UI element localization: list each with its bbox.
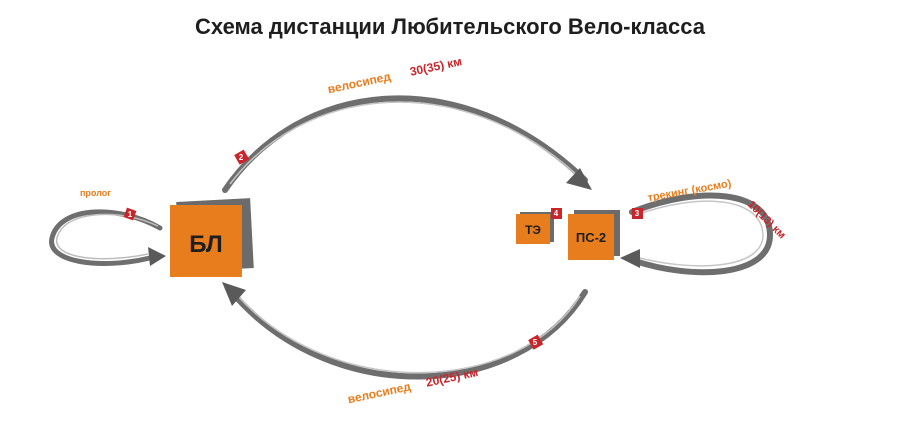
bike-stage-5-name: велосипед [346, 379, 412, 406]
arrowhead-icon [222, 282, 246, 306]
stage-marker-1: 1 [123, 207, 137, 221]
node-checkpoint: ПС-2 [568, 210, 620, 260]
trekking-name: трекинг (космо) [647, 178, 733, 205]
prolog-loop-arrow [49, 209, 166, 266]
arrowhead-icon [620, 249, 640, 268]
stage-marker-4: 4 [551, 208, 562, 219]
bike-stage-2-distance: 30(35) км [409, 54, 464, 79]
svg-text:4: 4 [554, 209, 559, 218]
svg-text:1: 1 [128, 210, 133, 219]
node-transition-label: ТЭ [525, 223, 541, 237]
node-checkpoint-label: ПС-2 [576, 230, 606, 245]
bike-stage-5-arrow [222, 282, 588, 380]
trekking-loop-arrow [620, 192, 774, 276]
arrowhead-icon [566, 168, 592, 190]
node-start: БЛ [170, 198, 254, 277]
svg-text:2: 2 [239, 153, 244, 162]
arrowhead-icon [148, 247, 166, 266]
stage-marker-5: 5 [528, 334, 544, 350]
trekking-distance: 10(13) км [745, 199, 788, 242]
bike-stage-2-name: велосипед [326, 69, 392, 96]
prolog-label: пролог [80, 188, 111, 198]
bike-stage-5-distance: 20(25) км [425, 365, 480, 390]
node-transition: ТЭ [516, 212, 554, 244]
page-title: Схема дистанции Любительского Вело-класс… [195, 14, 705, 39]
node-start-label: БЛ [189, 231, 223, 258]
stage-marker-2: 2 [234, 149, 250, 165]
stage-marker-3: 3 [632, 208, 643, 219]
svg-text:5: 5 [533, 338, 538, 347]
svg-text:3: 3 [635, 209, 640, 218]
bike-stage-2-arrow [222, 95, 592, 193]
